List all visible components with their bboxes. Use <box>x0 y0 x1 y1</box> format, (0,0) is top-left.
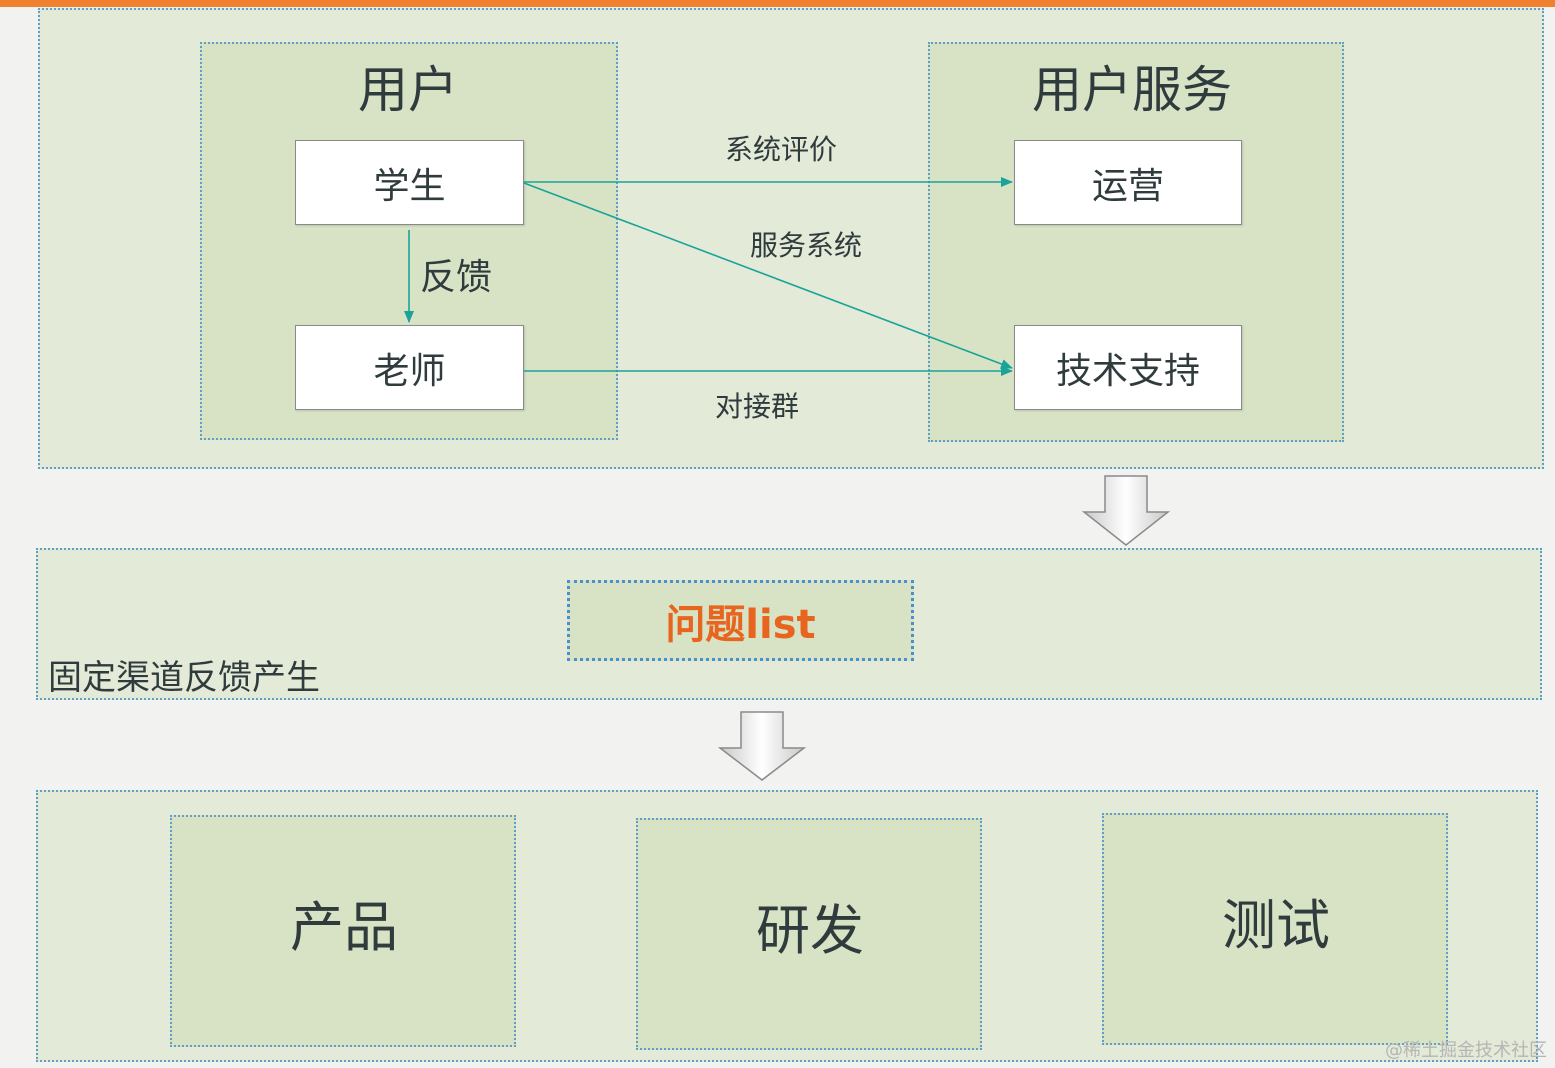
operations-node[interactable]: 运营 <box>1014 140 1242 225</box>
edge-label-system-review: 系统评价 <box>725 133 838 166</box>
student-node[interactable]: 学生 <box>295 140 524 225</box>
watermark: @稀土掘金技术社区 <box>1385 1040 1547 1061</box>
tech-support-node[interactable]: 技术支持 <box>1014 325 1242 410</box>
edge-label-service-system: 服务系统 <box>750 229 863 262</box>
product-title: 产品 <box>290 896 398 959</box>
edge-student-tech-support <box>523 182 1013 369</box>
middle-caption: 固定渠道反馈产生 <box>48 658 320 698</box>
testing-group <box>1102 813 1448 1045</box>
edge-label-docking-group: 对接群 <box>715 390 800 423</box>
down-arrow-top <box>1081 475 1171 546</box>
down-arrow-bottom <box>717 711 807 781</box>
teacher-node[interactable]: 老师 <box>295 325 524 410</box>
rnd-group <box>636 818 982 1050</box>
service-group-title: 用户服务 <box>1032 61 1232 119</box>
user-group-title: 用户 <box>358 61 458 119</box>
testing-title: 测试 <box>1222 894 1330 957</box>
feedback-label: 反馈 <box>420 257 493 298</box>
rnd-title: 研发 <box>756 899 864 962</box>
top-accent-bar <box>0 0 1555 7</box>
product-group <box>170 815 516 1047</box>
issue-list-box[interactable]: 问题list <box>567 580 914 661</box>
